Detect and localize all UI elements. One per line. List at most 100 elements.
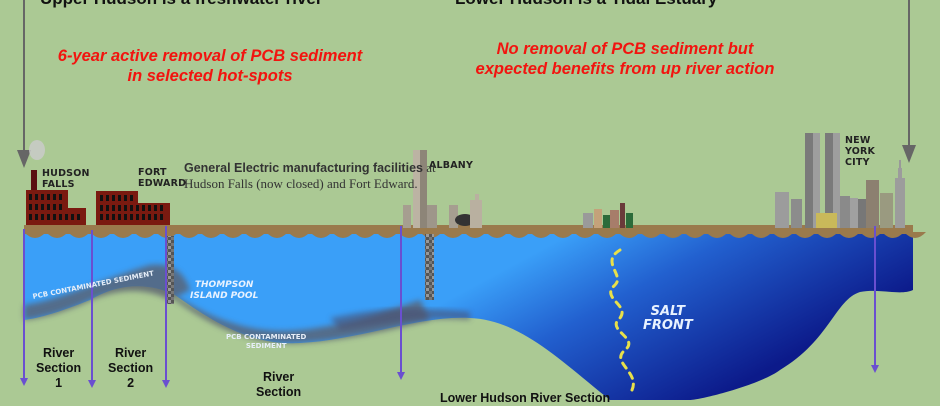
factory-window	[53, 194, 56, 200]
bank-scallop	[266, 232, 288, 238]
factory-window	[124, 195, 127, 201]
factory-window	[118, 214, 121, 220]
bank-scallop	[24, 232, 46, 238]
salt-front-line	[609, 248, 635, 392]
section-marker-arrowhead	[88, 380, 96, 388]
bank-scallop	[288, 232, 310, 238]
section-2-line1: River	[114, 346, 147, 360]
factory-window	[118, 195, 121, 201]
ge-facilities-note: General Electric manufacturing facilitie…	[184, 160, 436, 192]
section-1-line2: Section	[36, 361, 82, 375]
bank-scallop	[596, 232, 618, 238]
factory-window	[160, 205, 163, 211]
section-marker-arrowhead	[20, 378, 28, 386]
bank-scallop	[68, 232, 90, 238]
factory-window	[29, 204, 32, 210]
section-1-line3: 1	[55, 376, 63, 390]
factory-window	[142, 205, 145, 211]
bank-scallop	[860, 232, 882, 238]
lower-action-callout: No removal of PCB sediment but expected …	[465, 39, 785, 79]
bank-scallop	[574, 232, 596, 238]
river-section-1-label: River Section 1	[36, 346, 81, 391]
bank-scallop	[244, 232, 266, 238]
section-1-line1: River	[42, 346, 75, 360]
factory-window	[106, 214, 109, 220]
factory-window	[148, 214, 151, 220]
hudson-falls-label: HUDSON FALLS	[42, 168, 90, 190]
salt-front-label: SALT FRONT	[643, 305, 693, 333]
bank-scallop	[442, 232, 464, 238]
ge-note-bold: General Electric manufacturing facilitie…	[184, 161, 423, 175]
factory-window	[29, 214, 32, 220]
lower-hudson-caption: Lower Hudson is a Tidal Estuary	[455, 0, 717, 9]
bank-scallop	[398, 232, 420, 238]
thompson-line2: ISLAND POOL	[190, 291, 259, 301]
bank-scallop	[552, 232, 574, 238]
factory-window	[118, 205, 121, 211]
fort-edward-label: FORT EDWARD	[138, 167, 186, 189]
factory-window	[100, 205, 103, 211]
sediment-band-upper	[24, 264, 190, 320]
bank-scallop	[882, 232, 904, 238]
bank-scallop	[464, 232, 486, 238]
bank-scallop	[706, 232, 728, 238]
section-marker-arrowhead	[397, 372, 405, 380]
fort-edward-line1: FORT	[138, 167, 167, 178]
factory-window	[154, 214, 157, 220]
salt-front-line2: FRONT	[643, 318, 693, 333]
sediment-lower-line2: SEDIMENT	[245, 342, 287, 350]
fort-edward-windows	[100, 195, 163, 220]
bank-scallop	[772, 232, 794, 238]
factory-window	[41, 194, 44, 200]
fort-edward-line2: EDWARD	[138, 178, 187, 189]
lower-action-line1: No removal of PCB sediment but	[496, 40, 754, 58]
bank-scallop	[618, 232, 640, 238]
nyc-line3: CITY	[845, 157, 870, 168]
factory-window	[106, 205, 109, 211]
nyc-label: NEW YORK CITY	[845, 135, 875, 168]
factory-window	[59, 194, 62, 200]
factory-window	[154, 205, 157, 211]
bank-scallop	[816, 232, 838, 238]
factory-window	[29, 194, 32, 200]
factory-window	[148, 205, 151, 211]
salt-front-line1: SALT	[650, 304, 686, 319]
factory-window	[100, 214, 103, 220]
factory-window	[106, 195, 109, 201]
hudson-falls-windows	[29, 194, 80, 220]
nyc-line2: YORK	[845, 146, 876, 157]
albany-skyline	[403, 150, 482, 228]
sediment-band-lower	[175, 295, 430, 344]
factory-window	[130, 205, 133, 211]
factory-window	[77, 214, 80, 220]
bank-scallop	[46, 232, 68, 238]
bank-scallop	[530, 232, 552, 238]
factory-window	[47, 214, 50, 220]
factory-window	[35, 194, 38, 200]
lower-hudson-section-label: Lower Hudson River Section	[440, 391, 611, 405]
dam-fort-edward	[166, 236, 174, 304]
section-3-line1: River	[262, 370, 295, 384]
bank-scallop	[112, 232, 134, 238]
factory-window	[59, 204, 62, 210]
riverbank	[24, 225, 913, 234]
left-guide-arrow	[17, 0, 31, 168]
factory-window	[35, 214, 38, 220]
mid-river-town	[583, 203, 633, 228]
bank-scallop	[640, 232, 662, 238]
riverbank-scallops	[24, 232, 926, 238]
section-markers	[20, 226, 879, 388]
lower-action-line2: expected benefits from up river action	[475, 60, 775, 78]
river-section-2-label: River Section 2	[108, 346, 153, 391]
factory-window	[53, 204, 56, 210]
section-2-line2: Section	[108, 361, 154, 375]
thompson-line1: THOMPSON	[194, 280, 254, 290]
right-guide-arrow	[902, 0, 916, 163]
factory-window	[47, 194, 50, 200]
bank-scallop	[684, 232, 706, 238]
hudson-falls-line1: HUDSON	[42, 168, 90, 179]
factory-window	[130, 195, 133, 201]
section-2-line3: 2	[127, 376, 135, 390]
bank-scallop	[354, 232, 376, 238]
hudson-falls-line2: FALLS	[42, 179, 75, 190]
